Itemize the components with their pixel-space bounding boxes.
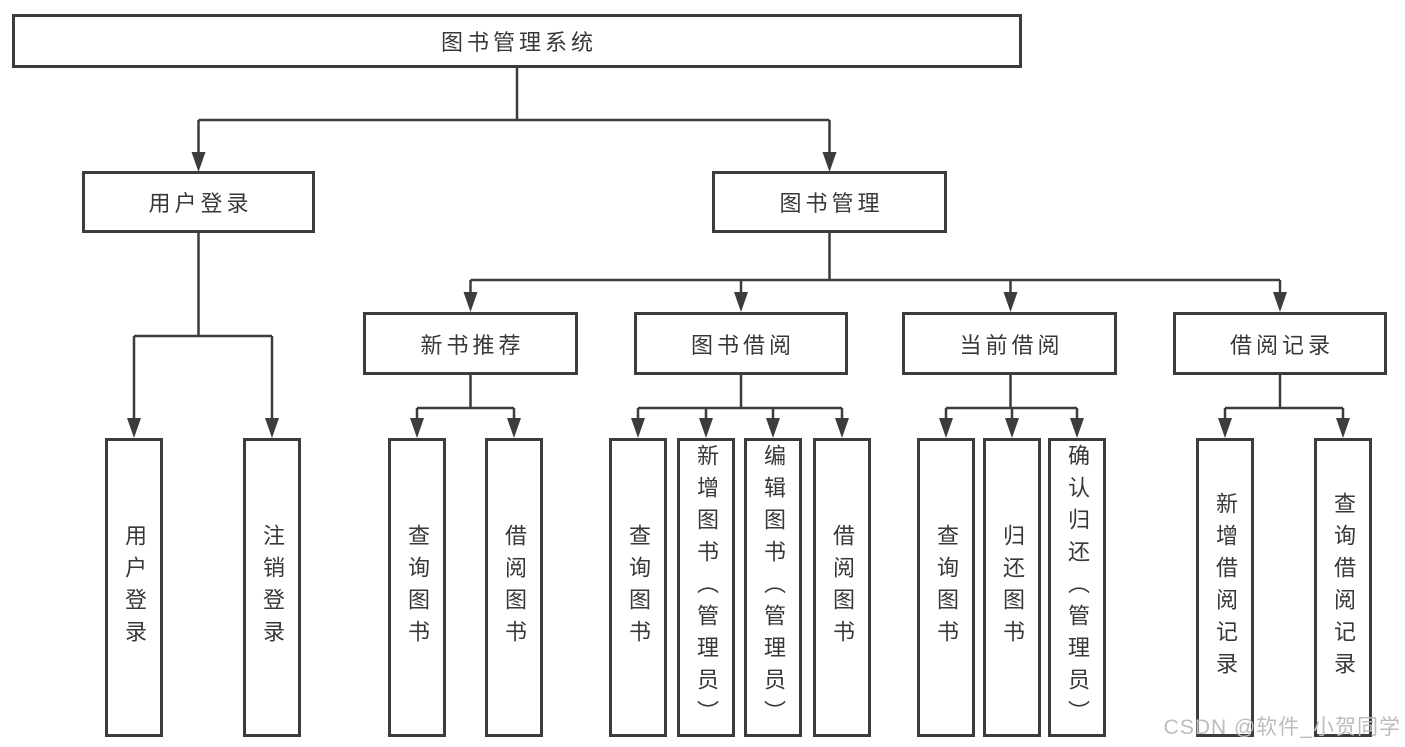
node-borrowing-records: 借阅记录 bbox=[1173, 312, 1387, 375]
leaf-borrow-add-book-admin: 新增图书（管理员） bbox=[677, 438, 735, 737]
arrowhead-icon bbox=[631, 418, 645, 438]
leaf-records-add-borrow-record: 新增借阅记录 bbox=[1196, 438, 1254, 737]
leaf-borrow-query-book: 查询图书 bbox=[609, 438, 667, 737]
connector-new-book-children bbox=[410, 375, 521, 438]
connector-borrow-records-children bbox=[1218, 375, 1350, 438]
leaf-current-return-book: 归还图书 bbox=[983, 438, 1041, 737]
node-book-borrowing: 图书借阅 bbox=[634, 312, 848, 375]
arrowhead-icon bbox=[1070, 418, 1084, 438]
arrowhead-icon bbox=[835, 418, 849, 438]
leaf-current-query-book: 查询图书 bbox=[917, 438, 975, 737]
arrowhead-icon bbox=[699, 418, 713, 438]
node-current-borrowing: 当前借阅 bbox=[902, 312, 1117, 375]
arrowhead-icon bbox=[410, 418, 424, 438]
arrowhead-icon bbox=[1005, 418, 1019, 438]
arrowhead-icon bbox=[734, 292, 748, 312]
node-user-login: 用户登录 bbox=[82, 171, 315, 233]
leaf-borrow-edit-book-admin: 编辑图书（管理员） bbox=[744, 438, 802, 737]
arrowhead-icon bbox=[766, 418, 780, 438]
arrowhead-icon bbox=[1273, 292, 1287, 312]
arrowhead-icon bbox=[1003, 292, 1018, 312]
leaf-newbook-borrow-book: 借阅图书 bbox=[485, 438, 543, 737]
arrowhead-icon bbox=[507, 418, 521, 438]
arrowhead-icon bbox=[463, 292, 478, 312]
node-new-book-recommendation: 新书推荐 bbox=[363, 312, 578, 375]
leaf-newbook-query-book: 查询图书 bbox=[388, 438, 446, 737]
node-book-management: 图书管理 bbox=[712, 171, 947, 233]
connector-current-borrow-children bbox=[939, 375, 1084, 438]
csdn-watermark: CSDN @软件_小贺同学 bbox=[1163, 716, 1401, 739]
connector-root-to-level2 bbox=[191, 68, 837, 172]
leaf-user-login: 用户登录 bbox=[105, 438, 163, 737]
arrowhead-icon bbox=[127, 418, 141, 438]
connector-book-mgmt-children bbox=[463, 233, 1287, 312]
node-library-system-root: 图书管理系统 bbox=[12, 14, 1022, 68]
arrowhead-icon bbox=[191, 152, 206, 172]
connector-user-login-children bbox=[127, 233, 279, 438]
leaf-borrow-borrow-book: 借阅图书 bbox=[813, 438, 871, 737]
arrowhead-icon bbox=[265, 418, 279, 438]
leaf-records-query-borrow-record: 查询借阅记录 bbox=[1314, 438, 1372, 737]
arrowhead-icon bbox=[939, 418, 953, 438]
connector-book-borrow-children bbox=[631, 375, 849, 438]
arrowhead-icon bbox=[822, 152, 837, 172]
arrowhead-icon bbox=[1336, 418, 1350, 438]
arrowhead-icon bbox=[1218, 418, 1232, 438]
leaf-current-confirm-return-admin: 确认归还（管理员） bbox=[1048, 438, 1106, 737]
leaf-logout: 注销登录 bbox=[243, 438, 301, 737]
